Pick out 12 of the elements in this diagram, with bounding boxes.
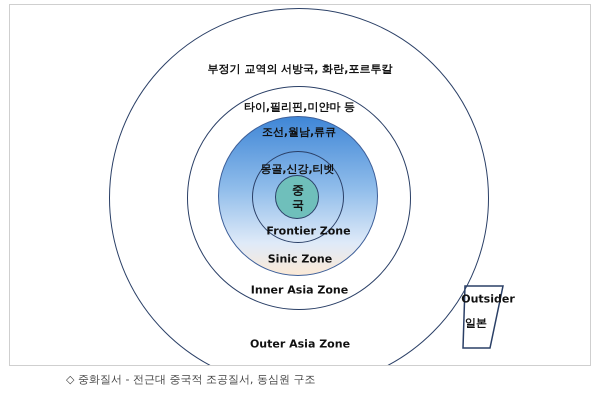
zone-label: Outer Asia Zone — [250, 338, 350, 350]
zone-label: 조선,월남,류큐 — [262, 124, 336, 140]
zone-label: Sinic Zone — [268, 252, 332, 266]
zone-label: 부정기 교역의 서방국, 화란,포르투칼 — [208, 62, 392, 76]
zone-label: 몽골,신강,티벳 — [260, 161, 335, 176]
zone-label: 일본 — [465, 316, 487, 330]
core-circle — [275, 175, 319, 219]
caption: ◇ 중화질서 - 전근대 중국적 조공질서, 동심원 구조 — [66, 372, 316, 387]
zone-label: Inner Asia Zone — [250, 283, 348, 296]
zone-label: 중국 — [291, 183, 305, 213]
zone-circle — [186, 86, 410, 310]
zone-label: 타이,필리핀,미얀마 등 — [244, 99, 356, 114]
